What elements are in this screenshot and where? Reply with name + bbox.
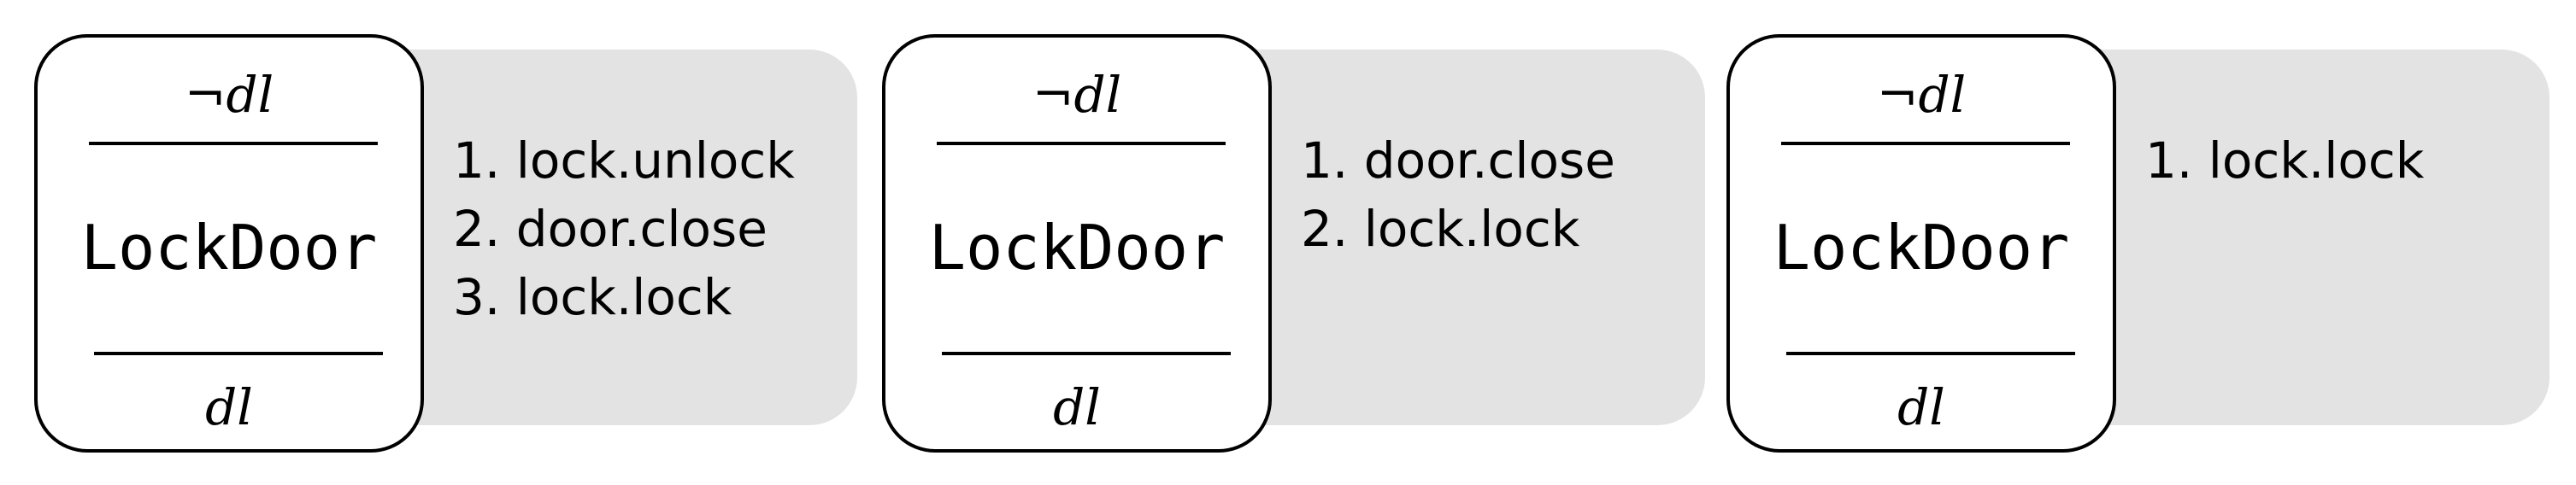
step-item: 1. lock.lock	[2145, 131, 2425, 190]
action-card: ¬dl LockDoor dl	[34, 34, 424, 453]
step-list: 1. lock.lock	[2145, 126, 2424, 195]
postcondition-label: dl	[1053, 378, 1101, 436]
precondition-label: ¬dl	[1032, 66, 1122, 124]
postcondition-divider	[1786, 352, 2075, 355]
precondition-label: ¬dl	[1876, 66, 1967, 124]
postcondition-label: dl	[1897, 378, 1945, 436]
action-name: LockDoor	[1773, 212, 2070, 283]
steps-background	[1224, 50, 1705, 425]
plan-panel-2: ¬dl LockDoor dl 1. door.close 2. lock.lo…	[848, 0, 1705, 485]
postcondition-label: dl	[205, 378, 253, 436]
plan-panel-3: ¬dl LockDoor dl 1. lock.lock	[1692, 0, 2550, 485]
action-card: ¬dl LockDoor dl	[882, 34, 1272, 453]
step-list: 1. door.close 2. lock.lock	[1301, 126, 1615, 263]
postcondition-divider	[942, 352, 1231, 355]
precondition-divider	[1781, 142, 2070, 145]
step-item: 2. door.close	[453, 200, 768, 258]
steps-background	[376, 50, 857, 425]
step-item: 1. door.close	[1301, 131, 1615, 190]
step-item: 3. lock.lock	[453, 268, 732, 326]
precondition-divider	[937, 142, 1226, 145]
precondition-label: ¬dl	[184, 66, 274, 124]
step-item: 1. lock.unlock	[453, 131, 795, 190]
action-card: ¬dl LockDoor dl	[1726, 34, 2116, 453]
steps-background	[2068, 50, 2550, 425]
step-list: 1. lock.unlock 2. door.close 3. lock.loc…	[453, 126, 795, 331]
action-name: LockDoor	[928, 212, 1226, 283]
action-name: LockDoor	[80, 212, 378, 283]
plan-panel-1: ¬dl LockDoor dl 1. lock.unlock 2. door.c…	[0, 0, 857, 485]
postcondition-divider	[94, 352, 383, 355]
precondition-divider	[89, 142, 378, 145]
step-item: 2. lock.lock	[1301, 200, 1580, 258]
